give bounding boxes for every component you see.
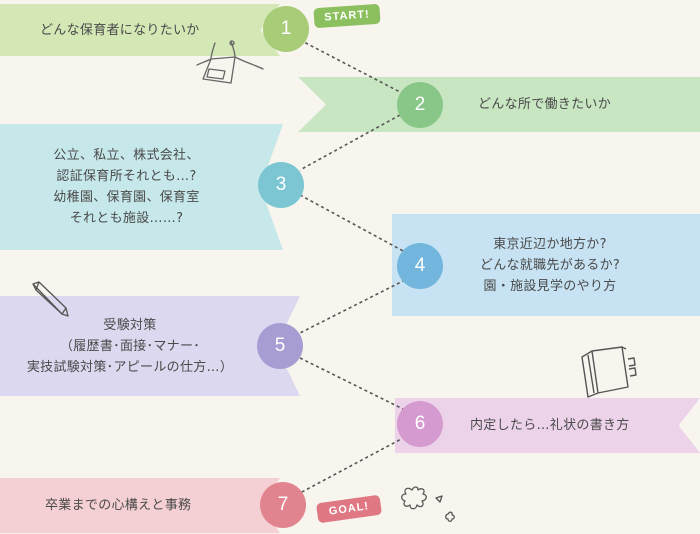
step-2-number: 2	[397, 82, 443, 128]
step-1-banner: どんな保育者になりたいか	[0, 4, 280, 56]
step-7-banner: 卒業までの心構えと事務	[0, 478, 280, 533]
step-3-line-3: 幼稚園、保育園、保育室	[53, 190, 200, 205]
step-1-line-1: どんな保育者になりたいか	[40, 22, 200, 38]
start-tag-text: START!	[323, 8, 371, 24]
apron-icon	[196, 40, 264, 84]
step-6-line-1: 内定したら…礼状の書き方	[470, 418, 630, 433]
step-6-number: 6	[397, 401, 443, 447]
flower-icon	[401, 486, 455, 522]
step-1-number-text: 1	[280, 18, 292, 39]
goal-tag-text: GOAL!	[328, 500, 370, 518]
step-4-line-2: どんな就職先があるか?	[479, 257, 621, 273]
step-4-number-text: 4	[414, 255, 426, 276]
step-7-number-text: 7	[277, 494, 289, 515]
step-5-text: 受験対策 （履歴書･面接･マナー･ 実技試験対策･アピールの仕方…）	[27, 315, 233, 378]
step-3-number-text: 3	[275, 174, 287, 195]
connector-6-7	[299, 436, 406, 494]
step-4-number: 4	[397, 243, 443, 289]
step-2-line-1: どんな所で働きたいか	[478, 97, 612, 112]
connector-2-3	[299, 114, 401, 171]
step-3-text: 公立、私立、株式会社、 認証保育所それとも…? 幼稚園、保育園、保育室 それとも…	[53, 145, 199, 229]
step-4-text: 東京近辺か地方か? どんな就職先があるか? 園・施設見学のやり方	[480, 234, 620, 297]
step-5-banner: 受験対策 （履歴書･面接･マナー･ 実技試験対策･アピールの仕方…）	[0, 296, 300, 396]
connector-1-2	[299, 39, 401, 93]
connector-5-6	[299, 357, 406, 411]
connector-4-5	[299, 279, 406, 334]
step-5-number: 5	[257, 323, 303, 369]
step-3-number: 3	[258, 162, 304, 208]
step-6-text: 内定したら…礼状の書き方	[470, 415, 630, 436]
step-6-number-text: 6	[414, 413, 426, 434]
step-3-line-1: 公立、私立、株式会社、	[53, 148, 200, 163]
step-2-number-text: 2	[414, 94, 426, 115]
step-5-line-2: （履歴書･面接･マナー･	[59, 338, 201, 354]
step-4-banner: 東京近辺か地方か? どんな就職先があるか? 園・施設見学のやり方	[392, 214, 700, 316]
step-7-number: 7	[260, 482, 306, 528]
step-5-number-text: 5	[274, 335, 286, 356]
connector-3-4	[299, 194, 406, 253]
step-4-line-1: 東京近辺か地方か?	[493, 236, 607, 252]
step-7-line-1: 卒業までの心構えと事務	[45, 498, 192, 513]
pencil-icon	[32, 281, 69, 317]
step-3-line-4: それとも施設……?	[69, 211, 184, 226]
step-7-text: 卒業までの心構えと事務	[45, 495, 191, 516]
step-3-banner: 公立、私立、株式会社、 認証保育所それとも…? 幼稚園、保育園、保育室 それとも…	[0, 124, 283, 250]
step-3-line-2: 認証保育所それとも…?	[56, 169, 197, 184]
step-1-number: 1	[263, 6, 309, 52]
step-2-banner: どんな所で働きたいか	[298, 77, 700, 132]
step-5-line-3: 実技試験対策･アピールの仕方…）	[26, 359, 234, 375]
step-4-line-3: 園・施設見学のやり方	[483, 278, 617, 294]
step-5-line-1: 受験対策	[103, 317, 157, 333]
step-2-text: どんな所で働きたいか	[478, 94, 611, 115]
notebook-icon	[581, 346, 637, 398]
step-6-banner: 内定したら…礼状の書き方	[395, 398, 700, 453]
step-1-text: どんな保育者になりたいか	[40, 20, 200, 41]
